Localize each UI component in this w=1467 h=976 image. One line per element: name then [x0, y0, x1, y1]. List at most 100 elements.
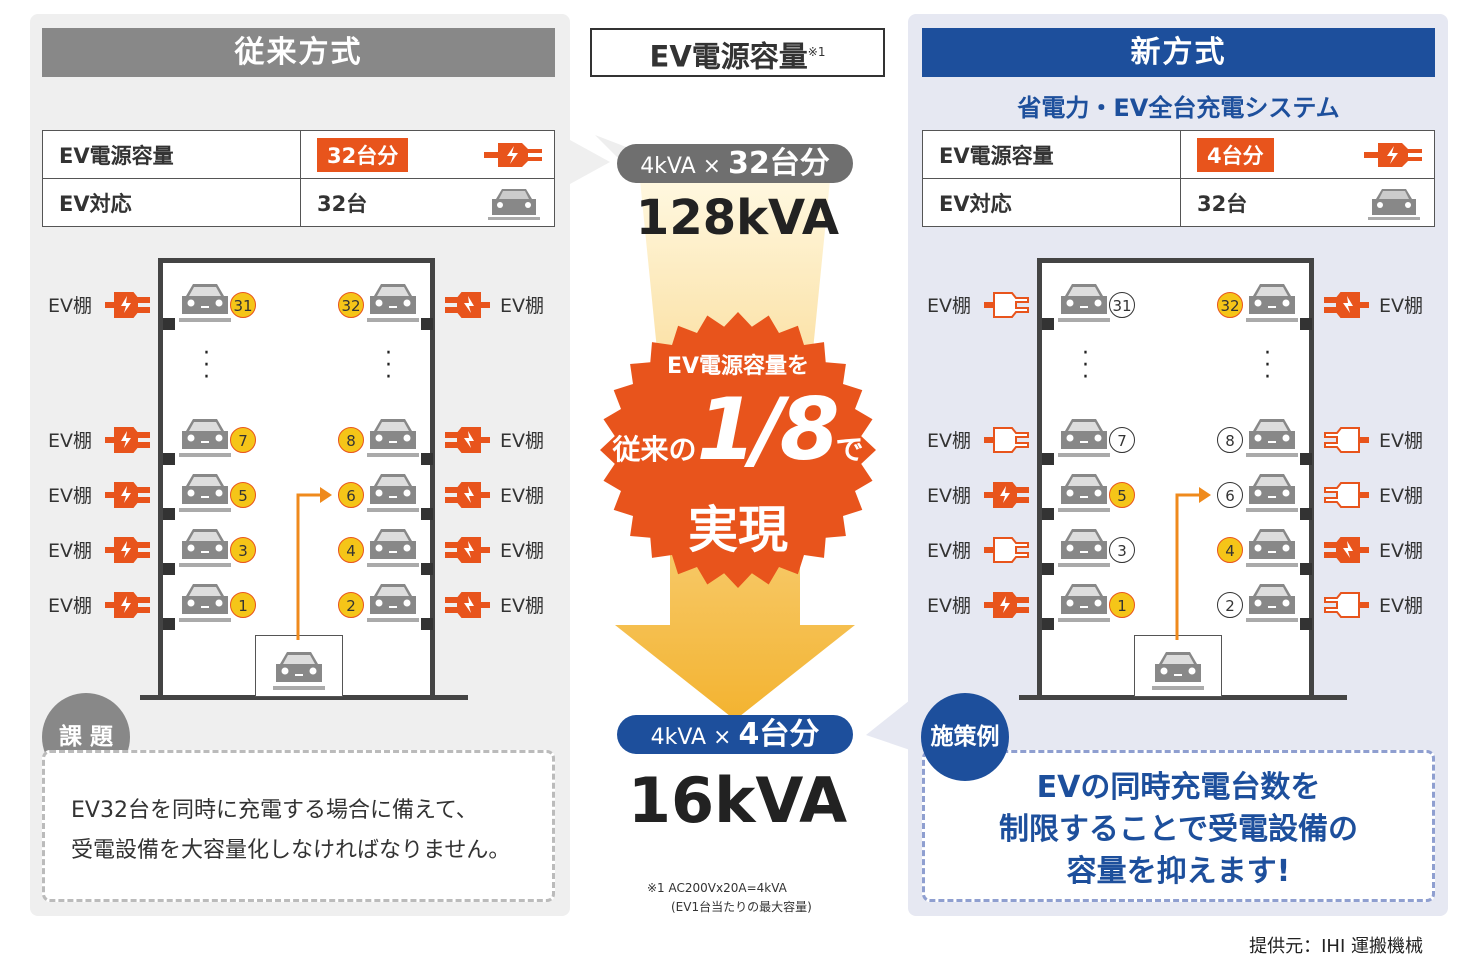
car-icon	[365, 525, 421, 573]
entry-bay	[255, 635, 343, 697]
charger-connector	[163, 563, 175, 575]
measure-text: EVの同時充電台数を 制限することで受電設備の 容量を抑えます!	[925, 767, 1432, 893]
charger-connector	[1042, 318, 1054, 330]
charging-plug-icon	[105, 535, 151, 569]
slot-number: 3	[1109, 537, 1135, 563]
issue-box: EV32台を同時に充電する場合に備えて、 受電設備を大容量化しなければなりません…	[42, 750, 555, 902]
starburst-badge	[600, 312, 876, 588]
car-icon	[1056, 470, 1112, 518]
plug-icon	[484, 139, 544, 176]
shelf-label: EV棚	[1379, 485, 1424, 507]
measure-line: 制限することで受電設備の	[998, 812, 1359, 847]
idle-plug-icon	[1323, 425, 1369, 459]
slot-number: 31	[230, 292, 256, 318]
slot-number: 6	[1217, 482, 1243, 508]
slot-number: 8	[1217, 427, 1243, 453]
charging-plug-icon	[1323, 535, 1369, 569]
issue-text: EV32台を同時に充電する場合に備えて、 受電設備を大容量化しなければなりません…	[71, 791, 510, 871]
charging-plug-icon	[984, 480, 1030, 514]
car-icon	[1150, 648, 1206, 696]
measure-badge: 施策例	[921, 693, 1009, 781]
old-formula: 4kVA × 32台分	[617, 144, 853, 183]
shelf-label: EV棚	[500, 430, 545, 452]
issue-line: EV32台を同時に充電する場合に備えて、	[71, 798, 478, 823]
car-icon	[365, 280, 421, 328]
formula-prefix: 4kVA ×	[640, 154, 729, 179]
charger-connector	[1300, 318, 1312, 330]
burst-post: で	[835, 433, 864, 466]
car-icon	[1366, 185, 1422, 226]
idle-plug-icon	[984, 425, 1030, 459]
car-icon	[177, 580, 233, 628]
ellipsis: ···	[1264, 341, 1271, 390]
slot-number: 1	[230, 592, 256, 618]
car-icon	[1056, 280, 1112, 328]
ellipsis: ···	[385, 341, 392, 390]
plug-icon	[1364, 139, 1424, 176]
slot-number: 31	[1109, 292, 1135, 318]
burst-line2: 従来の1/8で	[600, 380, 876, 480]
slot-number: 6	[338, 482, 364, 508]
car-icon	[1056, 580, 1112, 628]
charging-plug-icon	[105, 425, 151, 459]
car-icon	[1244, 280, 1300, 328]
idle-plug-icon	[984, 290, 1030, 324]
footnote-line: ※1 AC200Vx20A=4kVA	[647, 881, 787, 895]
idle-plug-icon	[1323, 480, 1369, 514]
slot-number: 32	[1217, 292, 1243, 318]
tower-base	[140, 695, 468, 700]
charger-connector	[163, 508, 175, 520]
shelf-label: EV棚	[48, 540, 93, 562]
capacity-value: 32台分	[317, 137, 409, 172]
shelf-label: EV棚	[48, 485, 93, 507]
charging-plug-icon	[444, 535, 490, 569]
slot-number: 7	[1109, 427, 1135, 453]
charger-connector	[1300, 618, 1312, 630]
burst-line1: EV電源容量を	[666, 354, 810, 379]
charger-connector	[1300, 453, 1312, 465]
shelf-label: EV棚	[1379, 540, 1424, 562]
formula-count: 32台分	[728, 146, 830, 181]
shelf-label: EV棚	[500, 540, 545, 562]
burst-ratio: 1/8	[696, 380, 839, 480]
shelf-label: EV棚	[927, 595, 972, 617]
car-icon	[1244, 525, 1300, 573]
car-icon	[271, 648, 327, 696]
idle-plug-icon	[1323, 590, 1369, 624]
charging-plug-icon	[444, 590, 490, 624]
shelf-label: EV棚	[500, 595, 545, 617]
shelf-label: EV棚	[927, 430, 972, 452]
car-icon	[365, 470, 421, 518]
capacity-label: EV電源容量	[922, 130, 1181, 179]
slot-number: 32	[338, 292, 364, 318]
charger-connector	[421, 618, 433, 630]
slot-number: 4	[338, 537, 364, 563]
car-icon	[177, 525, 233, 573]
car-icon	[1056, 525, 1112, 573]
ellipsis: ···	[203, 341, 210, 390]
shelf-label: EV棚	[500, 295, 545, 317]
charging-plug-icon	[984, 590, 1030, 624]
car-icon	[177, 280, 233, 328]
shelf-label: EV棚	[1379, 430, 1424, 452]
measure-line: EVの同時充電台数を	[1036, 770, 1321, 805]
charging-plug-icon	[444, 290, 490, 324]
credit: 提供元：IHI 運搬機械	[1249, 936, 1423, 957]
charger-connector	[1042, 563, 1054, 575]
shelf-label: EV棚	[500, 485, 545, 507]
charger-connector	[421, 508, 433, 520]
charging-plug-icon	[105, 480, 151, 514]
charging-plug-icon	[444, 425, 490, 459]
shelf-label: EV棚	[48, 595, 93, 617]
entry-bay	[1134, 635, 1222, 697]
issue-line: 受電設備を大容量化しなければなりません。	[71, 838, 511, 863]
idle-plug-icon	[984, 535, 1030, 569]
pointer-left	[570, 140, 610, 184]
charger-connector	[421, 563, 433, 575]
measure-box: EVの同時充電台数を 制限することで受電設備の 容量を抑えます!	[922, 750, 1435, 902]
formula-count: 4台分	[738, 717, 820, 752]
shelf-label: EV棚	[1379, 595, 1424, 617]
shelf-label: EV棚	[1379, 295, 1424, 317]
support-label: EV対応	[922, 178, 1181, 227]
